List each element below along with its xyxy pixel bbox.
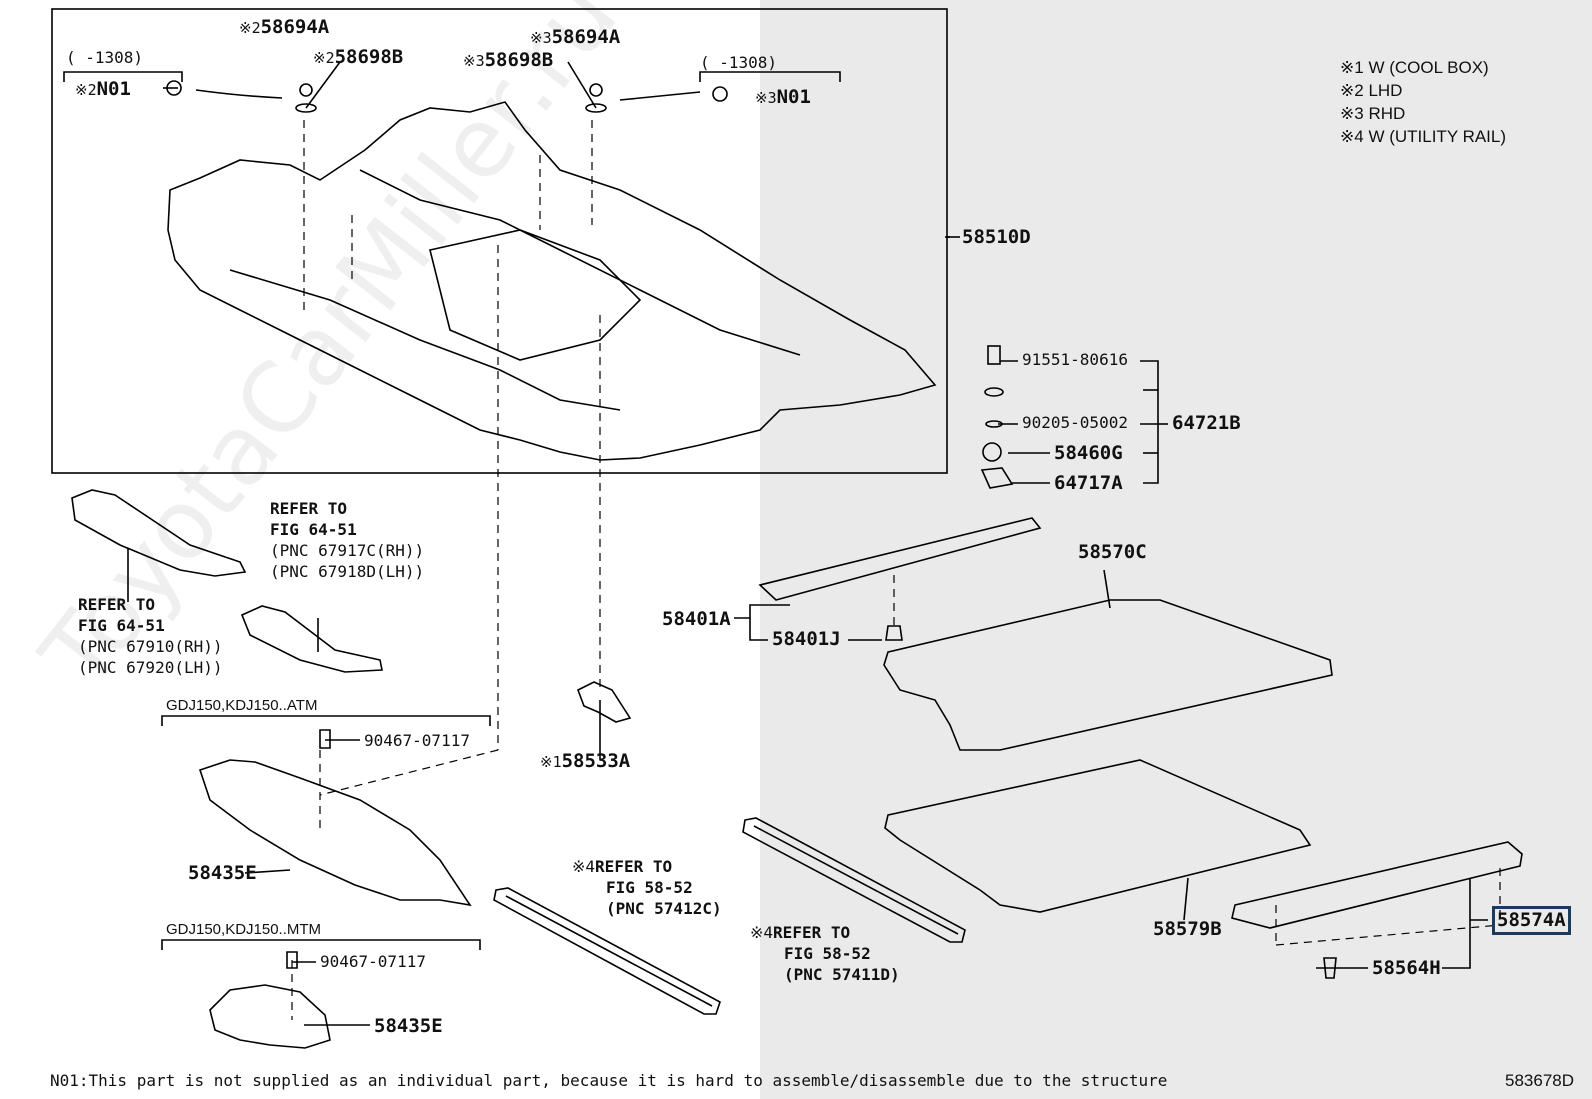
range-label-left: ( -1308) xyxy=(66,48,144,67)
clip-58401j xyxy=(885,625,903,641)
label-58694a-lhd: ※258694A xyxy=(239,16,330,38)
label-n01-lhd: ※2N01 xyxy=(75,78,131,100)
bracket-mtm xyxy=(161,939,481,950)
clip-90467-1 xyxy=(319,729,331,749)
label-90205-05002: 90205-05002 xyxy=(1022,413,1128,432)
carpet-tunnel xyxy=(429,229,642,361)
nut-n01-right xyxy=(712,86,728,102)
washer-1 xyxy=(984,387,1004,397)
deck-mat xyxy=(883,599,1333,751)
range-bracket-left xyxy=(63,71,183,82)
label-58435e-atm: 58435E xyxy=(188,862,257,884)
label-58574a-highlighted[interactable]: 58574A xyxy=(1492,906,1571,935)
clip-58694a-right xyxy=(589,83,603,97)
label-58564h: 58564H xyxy=(1372,957,1441,979)
shaded-background xyxy=(760,0,1592,1099)
utility-rail-mid xyxy=(742,817,966,943)
label-58579b: 58579B xyxy=(1153,918,1222,940)
footnote: N01:This part is not supplied as an indi… xyxy=(50,1071,1168,1090)
console-base-mtm xyxy=(209,984,331,1049)
label-58533a: ※158533A xyxy=(540,750,631,772)
deck-board-rail xyxy=(758,517,1042,601)
label-58698b-lhd: ※258698B xyxy=(313,46,404,68)
floor-carpet-shape xyxy=(167,101,937,461)
condition-atm: GDJ150,KDJ150..ATM xyxy=(166,697,318,714)
range-bracket-right xyxy=(699,71,841,82)
holder-64717a xyxy=(980,467,1014,489)
console-base-atm xyxy=(198,759,472,907)
clip-90467-2 xyxy=(286,951,298,969)
reference-fig-64-51-lower: REFER TO FIG 64-51 (PNC 67910(RH)) (PNC … xyxy=(78,595,223,677)
scuff-plate-lower xyxy=(240,605,383,673)
reference-fig-58-52-rail-mid: ※4REFER TO FIG 58-52 (PNC 57411D) xyxy=(750,923,900,984)
label-58570c: 58570C xyxy=(1078,541,1147,563)
legend-item: ※4 W (UTILITY RAIL) xyxy=(1340,127,1507,146)
label-n01-rhd: ※3N01 xyxy=(755,86,811,108)
label-58401j: 58401J xyxy=(772,628,841,650)
door-scuff-plate xyxy=(1231,841,1523,929)
bracket-atm xyxy=(161,715,491,726)
clip-58694a-left xyxy=(299,83,313,97)
scuff-plate-upper xyxy=(71,489,247,577)
label-58694a-rhd: ※358694A xyxy=(530,26,621,48)
ring-58460g xyxy=(982,442,1002,462)
luggage-tray xyxy=(884,759,1312,913)
cool-box-bracket xyxy=(576,681,632,723)
label-58460g: 58460G xyxy=(1054,442,1123,464)
label-58435e-mtm: 58435E xyxy=(374,1015,443,1037)
reference-fig-58-52-rail-left: ※4REFER TO FIG 58-52 (PNC 57412C) xyxy=(572,857,722,918)
legend-item: ※2 LHD xyxy=(1340,81,1403,100)
nut-n01-left xyxy=(166,80,182,96)
label-91551-80616: 91551-80616 xyxy=(1022,350,1128,369)
reference-fig-64-51-upper: REFER TO FIG 64-51 (PNC 67917C(RH)) (PNC… xyxy=(270,499,425,581)
carpet-ridge xyxy=(229,269,621,411)
condition-mtm: GDJ150,KDJ150..MTM xyxy=(166,921,322,938)
figure-id: 583678D xyxy=(1505,1071,1575,1090)
washer-90205 xyxy=(985,420,1003,428)
label-58401a: 58401A xyxy=(662,608,731,630)
label-58698b-rhd: ※358698B xyxy=(463,49,554,71)
arrow-n01-right xyxy=(619,91,701,101)
bolt-91551 xyxy=(987,345,1001,365)
arrow-n01-left xyxy=(195,89,283,99)
applicability-legend: ※1 W (COOL BOX) ※2 LHD ※3 RHD ※4 W (UTIL… xyxy=(1340,56,1506,148)
clip-58564h xyxy=(1323,957,1337,979)
legend-item: ※1 W (COOL BOX) xyxy=(1340,58,1489,77)
label-64721b: 64721B xyxy=(1172,412,1241,434)
label-64717a: 64717A xyxy=(1054,472,1123,494)
label-58510d: 58510D xyxy=(962,226,1031,248)
legend-item: ※3 RHD xyxy=(1340,104,1406,123)
label-90467-07117-atm: 90467-07117 xyxy=(364,731,470,750)
range-label-right: ( -1308) xyxy=(700,53,778,72)
label-90467-07117-mtm: 90467-07117 xyxy=(320,952,426,971)
carpet-ridge-2 xyxy=(359,169,801,356)
carpet-assembly-frame xyxy=(51,8,948,474)
utility-rail-left xyxy=(493,887,721,1015)
